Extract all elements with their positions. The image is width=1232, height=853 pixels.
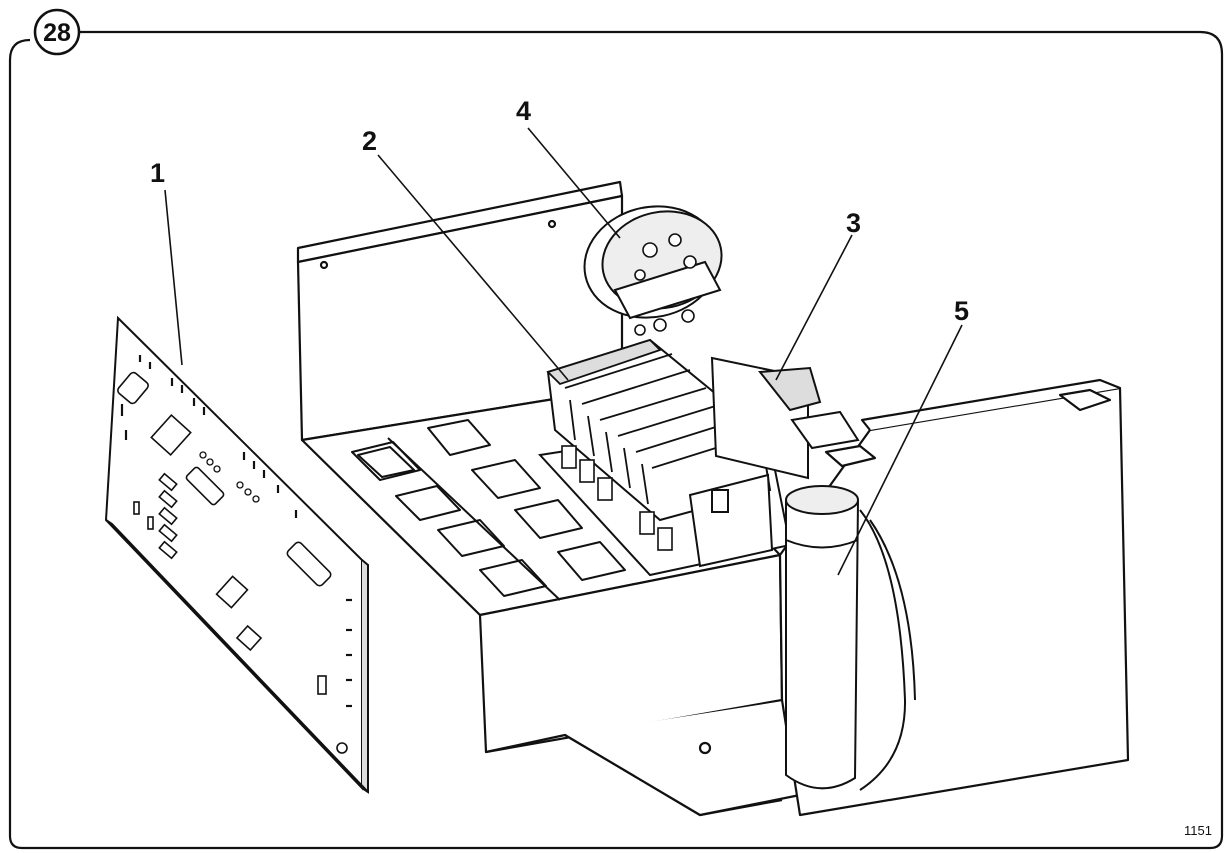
thermostat-dial [583,205,723,336]
figure-number: 28 [43,19,71,47]
figure-code: 1151 [1184,823,1212,838]
callout-2: 2 [362,126,377,156]
callout-5: 5 [954,296,969,326]
callout-3: 3 [846,208,861,238]
leader-lines [164,127,963,576]
figure-number-badge [33,8,81,56]
chassis [296,180,1130,817]
figure-frame [8,30,1224,850]
callout-1: 1 [150,158,165,188]
relay-module [710,356,860,480]
callout-4: 4 [516,96,531,126]
circuit-board [104,315,369,794]
